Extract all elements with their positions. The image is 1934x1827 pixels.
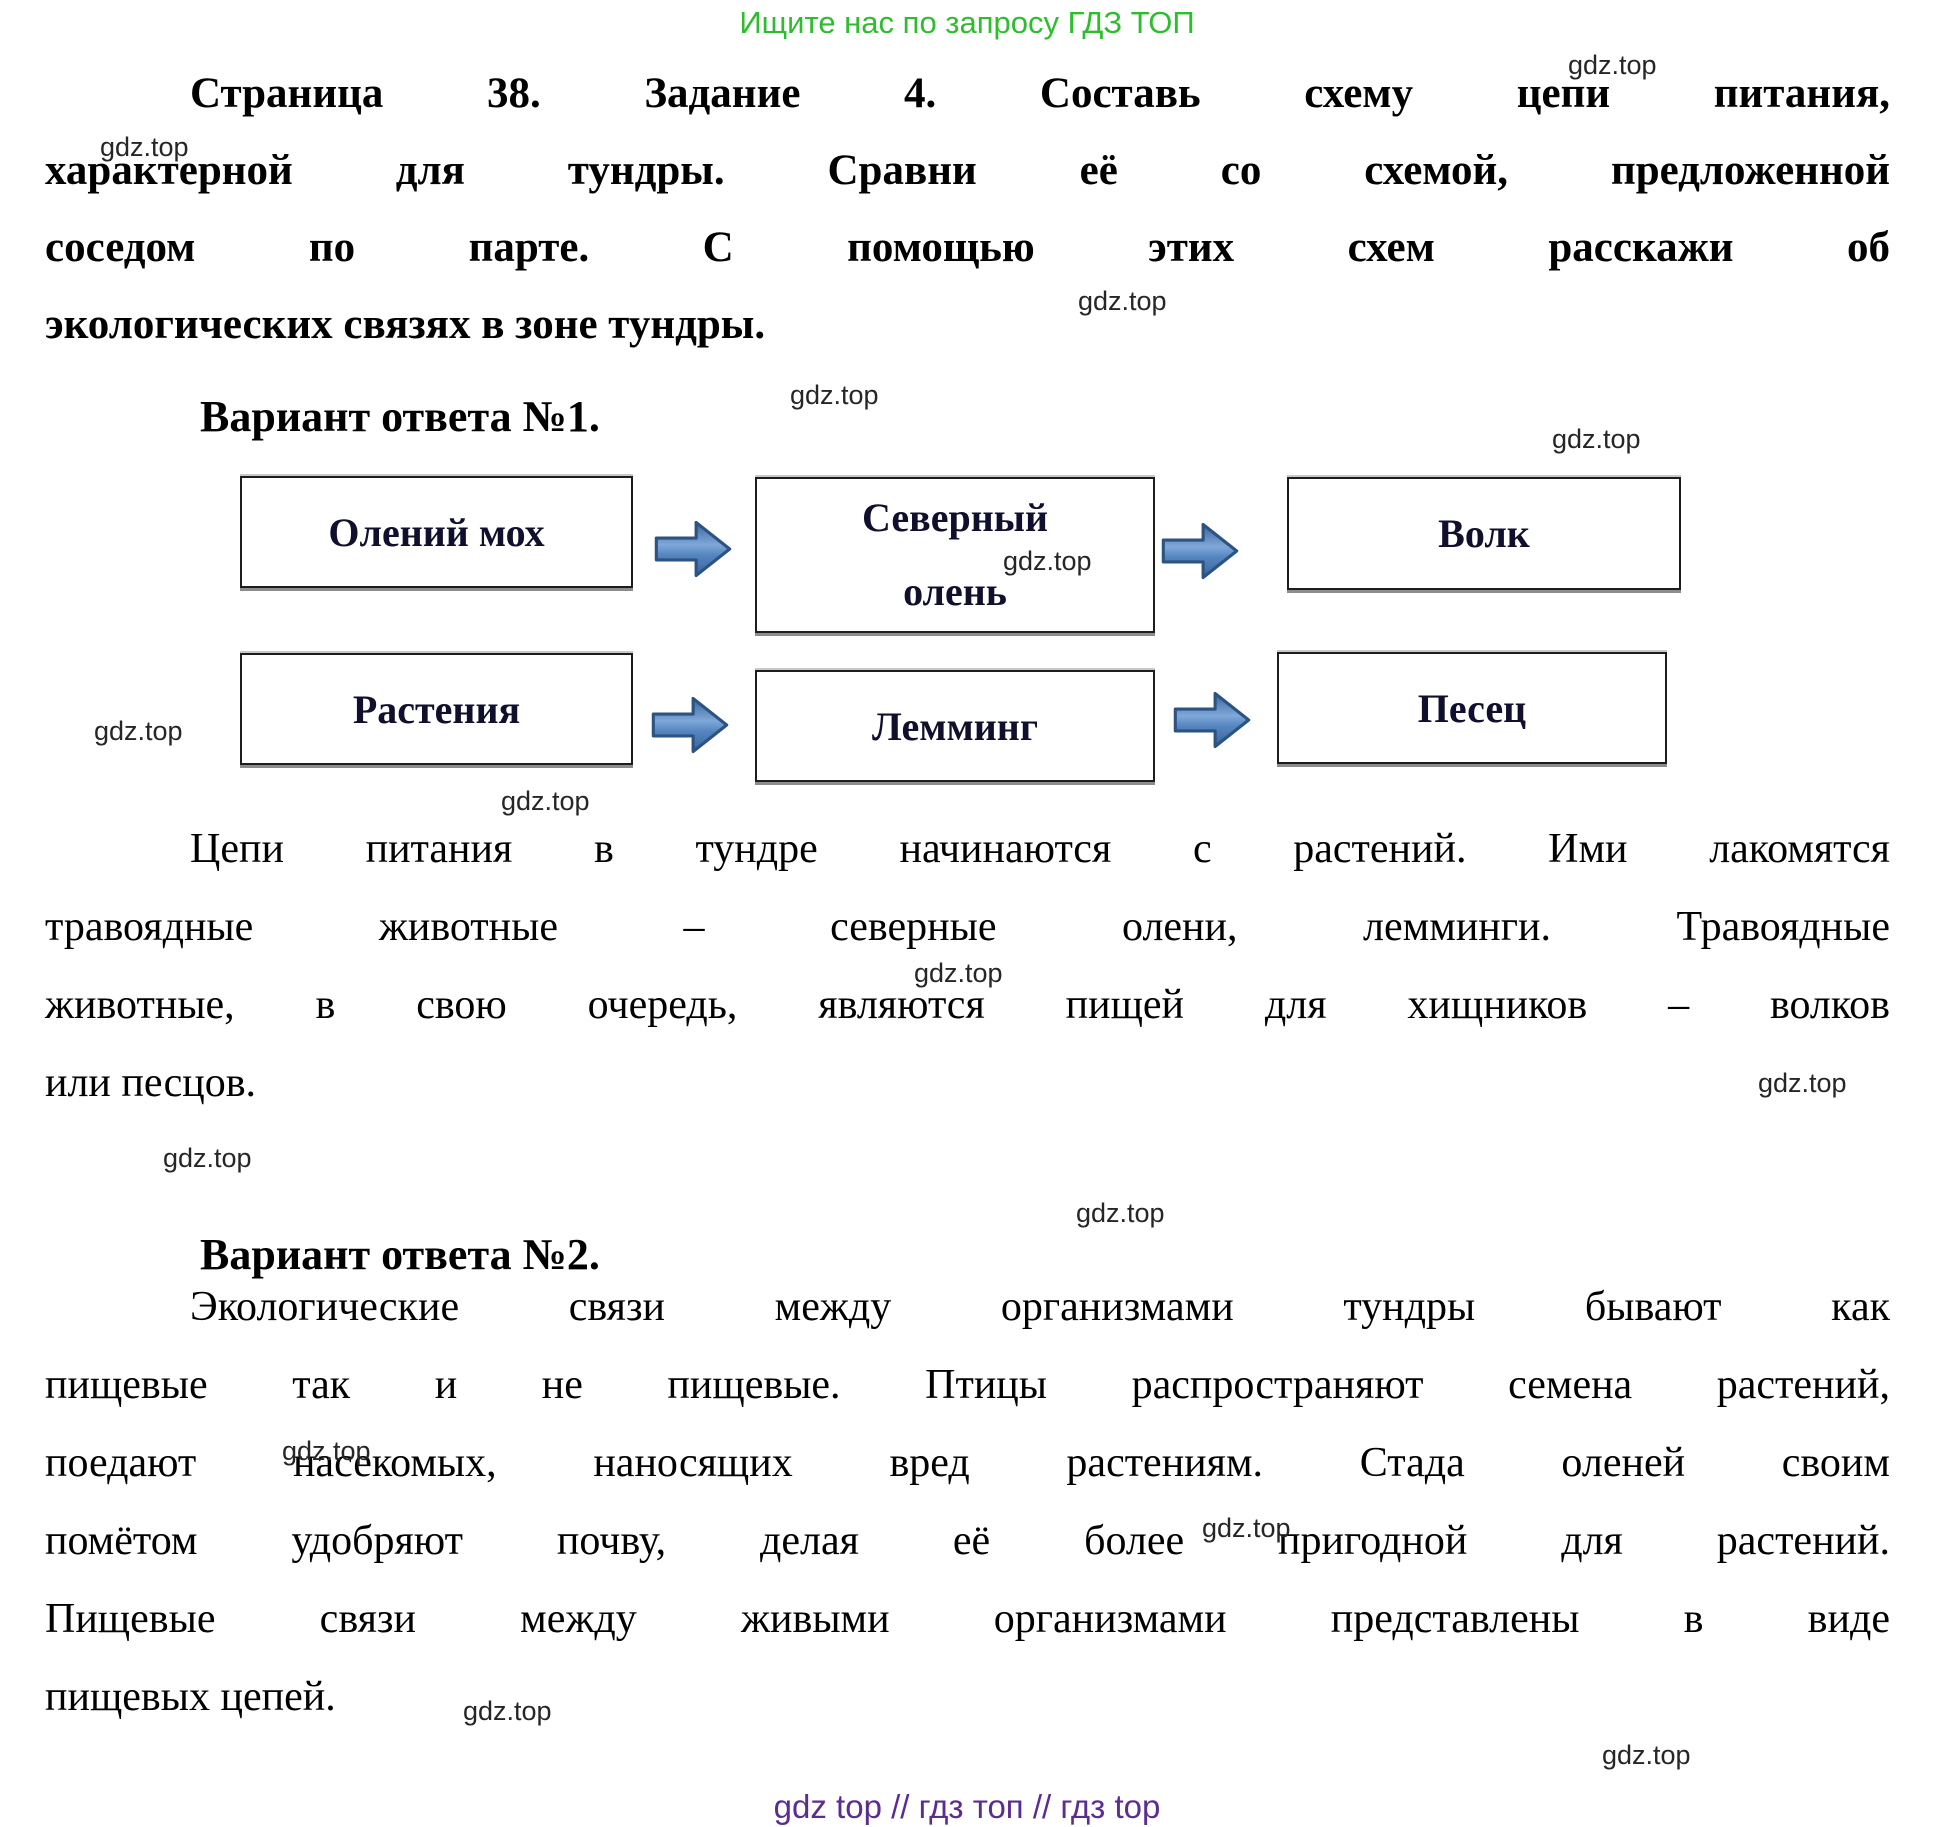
task-line: соседом по парте. С помощью этих схем ра…: [45, 224, 1890, 271]
diagram-box-lemming: Лемминг: [755, 670, 1155, 782]
watermark: gdz.top: [1003, 546, 1092, 576]
answer1-heading: Вариант ответа №1.: [200, 392, 600, 441]
diagram-box-reindeer: Северный олень: [755, 477, 1155, 633]
box-label: Лемминг: [871, 703, 1039, 749]
answer2-line: поедают насекомых, наносящих вред растен…: [45, 1440, 1890, 1486]
watermark: gdz.top: [94, 716, 183, 746]
answer2-line: Пищевые связи между живыми организмами п…: [45, 1596, 1890, 1642]
arrow-right-icon: [1173, 691, 1251, 749]
diagram-box-reindeer-moss: Олений мох: [240, 476, 633, 588]
answer2-line: пищевые так и не пищевые. Птицы распрост…: [45, 1362, 1890, 1408]
diagram-box-arctic-fox: Песец: [1277, 652, 1667, 764]
box-label: Олений мох: [328, 509, 545, 555]
watermark: gdz.top: [463, 1696, 552, 1726]
answer1-line: травоядные животные – северные олени, ле…: [45, 904, 1890, 950]
answer1-line: или песцов.: [45, 1060, 257, 1106]
watermark: gdz.top: [1078, 286, 1167, 316]
task-paragraph: Страница 38. Задание 4. Составь схему це…: [45, 55, 1890, 363]
watermark: gdz.top: [790, 380, 879, 410]
task-line: характерной для тундры. Сравни её со схе…: [45, 147, 1890, 194]
diagram-box-plants: Растения: [240, 653, 633, 765]
food-chain-diagram: Олений мох Северный олень Волк Растения: [240, 476, 1682, 788]
promo-header: Ищите нас по запросу ГДЗ ТОП: [739, 5, 1195, 40]
answer1-line: Цепи питания в тундре начинаются с расте…: [190, 826, 1890, 872]
watermark: gdz.top: [1076, 1198, 1165, 1228]
watermark: gdz.top: [282, 1436, 371, 1466]
watermark: gdz.top: [1758, 1068, 1847, 1098]
arrow-right-icon: [651, 696, 729, 754]
box-label: Растения: [352, 686, 521, 732]
watermark: gdz.top: [163, 1143, 252, 1173]
watermark: gdz.top: [501, 786, 590, 816]
diagram-box-wolf: Волк: [1287, 477, 1681, 590]
task-line: экологических связях в зоне тундры.: [45, 301, 766, 348]
box-label: Волк: [1438, 511, 1530, 556]
arrow-right-icon: [654, 520, 732, 578]
answer1-line: животные, в свою очередь, являются пищей…: [45, 982, 1890, 1028]
watermark: gdz.top: [1602, 1740, 1691, 1770]
box-label: Песец: [1417, 685, 1527, 731]
answer2-heading: Вариант ответа №2.: [200, 1230, 600, 1279]
answer2-line: помётом удобряют почву, делая её более п…: [45, 1518, 1890, 1564]
watermark: gdz.top: [100, 132, 189, 162]
watermark: gdz.top: [914, 958, 1003, 988]
watermark: gdz.top: [1552, 424, 1641, 454]
watermark: gdz.top: [1568, 50, 1657, 80]
task-line: Страница 38. Задание 4. Составь схему це…: [190, 70, 1890, 117]
answer1-paragraph: Цепи питания в тундре начинаются с расте…: [45, 810, 1890, 1122]
watermark: gdz.top: [1202, 1513, 1291, 1543]
arrow-right-icon: [1161, 522, 1239, 580]
answer2-line: Экологические связи между организмами ту…: [190, 1284, 1890, 1330]
answer2-paragraph: Экологические связи между организмами ту…: [45, 1268, 1890, 1736]
answer2-line: пищевых цепей.: [45, 1674, 336, 1720]
box-label: Северный олень: [861, 495, 1049, 614]
footer-links: gdz top // гдз топ // гдз top: [773, 1788, 1161, 1825]
